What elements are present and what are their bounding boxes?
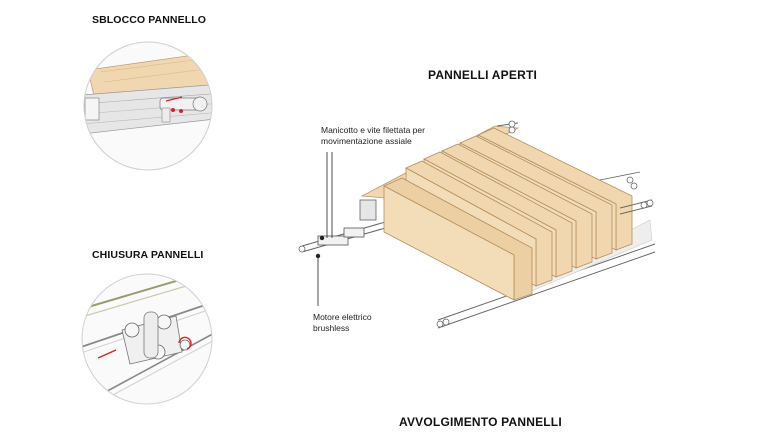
rotation-arrow-icon	[178, 336, 192, 350]
sblocco-detail-circle	[83, 41, 213, 171]
manicotto-callout-line2: movimentazione assiale	[321, 136, 412, 146]
motore-callout: Motore elettrico brushless	[313, 312, 433, 334]
manicotto-callout: Manicotto e vite filettata per movimenta…	[321, 125, 471, 147]
pannelli-aperti-heading: PANNELLI APERTI	[428, 68, 538, 82]
unlock-arrow-icon	[165, 96, 183, 102]
chiusura-pannelli-heading: CHIUSURA PANNELLI	[92, 249, 204, 261]
motore-callout-line1: Motore elettrico	[313, 312, 372, 322]
sblocco-pannello-heading: SBLOCCO PANNELLO	[92, 14, 206, 26]
chiusura-detail-circle	[81, 273, 213, 405]
close-arrow-icon	[97, 349, 117, 359]
motor-element	[317, 235, 349, 246]
avvolgimento-pannelli-heading: AVVOLGIMENTO PANNELLI	[399, 415, 562, 429]
motore-callout-line2: brushless	[313, 323, 350, 333]
wood-slats	[383, 127, 633, 301]
manicotto-callout-line1: Manicotto e vite filettata per	[321, 125, 425, 135]
pannelli-aperti-drawing	[298, 120, 656, 329]
